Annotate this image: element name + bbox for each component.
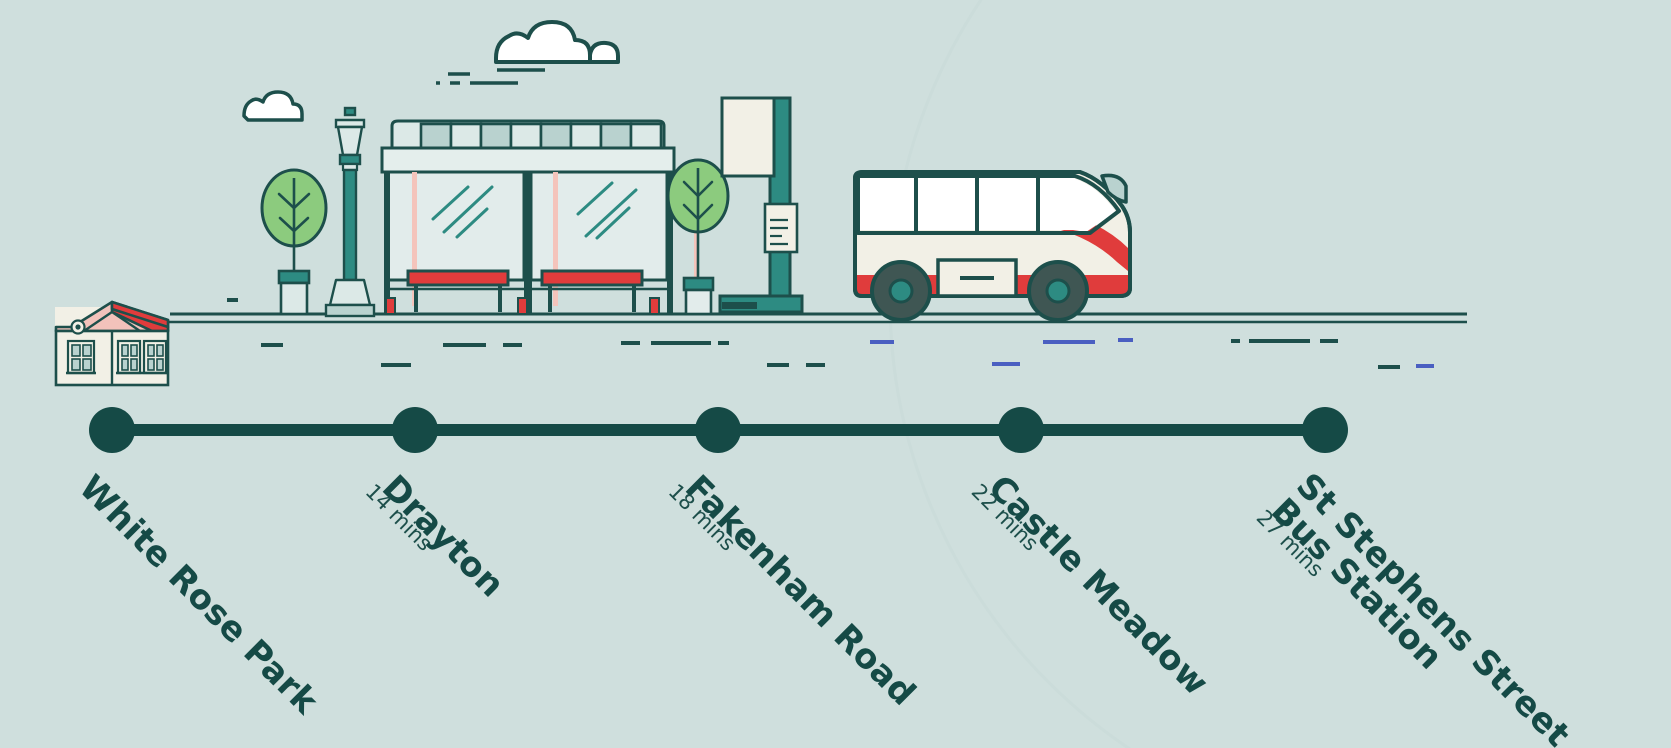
stop-dot[interactable] xyxy=(392,407,438,453)
tree xyxy=(666,158,730,316)
street-lamp xyxy=(324,106,376,318)
tree xyxy=(260,168,328,316)
cloud-large xyxy=(494,20,620,64)
stop-dot[interactable] xyxy=(695,407,741,453)
stop-dot[interactable] xyxy=(998,407,1044,453)
house xyxy=(54,300,170,387)
speed-dashes-sky xyxy=(436,68,545,85)
bus-shelter xyxy=(380,119,699,315)
cloud-small xyxy=(242,90,304,122)
stop-dot[interactable] xyxy=(89,407,135,453)
timetable-board xyxy=(763,202,799,254)
stop-dot[interactable] xyxy=(1302,407,1348,453)
bus xyxy=(853,170,1132,322)
ground-dashes xyxy=(227,298,1434,369)
